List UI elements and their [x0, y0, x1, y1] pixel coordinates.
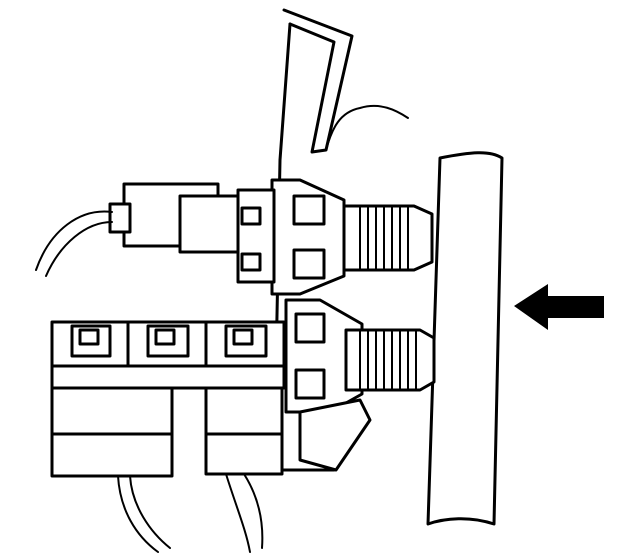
upper-connector — [35, 182, 276, 284]
lower-switch — [284, 298, 436, 472]
lower-plunger-threads — [359, 329, 417, 391]
upper-switch — [270, 178, 434, 296]
lower-connector — [50, 320, 286, 553]
upper-plunger-threads — [359, 205, 409, 271]
mounting-bracket — [272, 8, 409, 472]
left-arrow-icon — [514, 284, 604, 330]
mounting-panel — [426, 151, 504, 526]
